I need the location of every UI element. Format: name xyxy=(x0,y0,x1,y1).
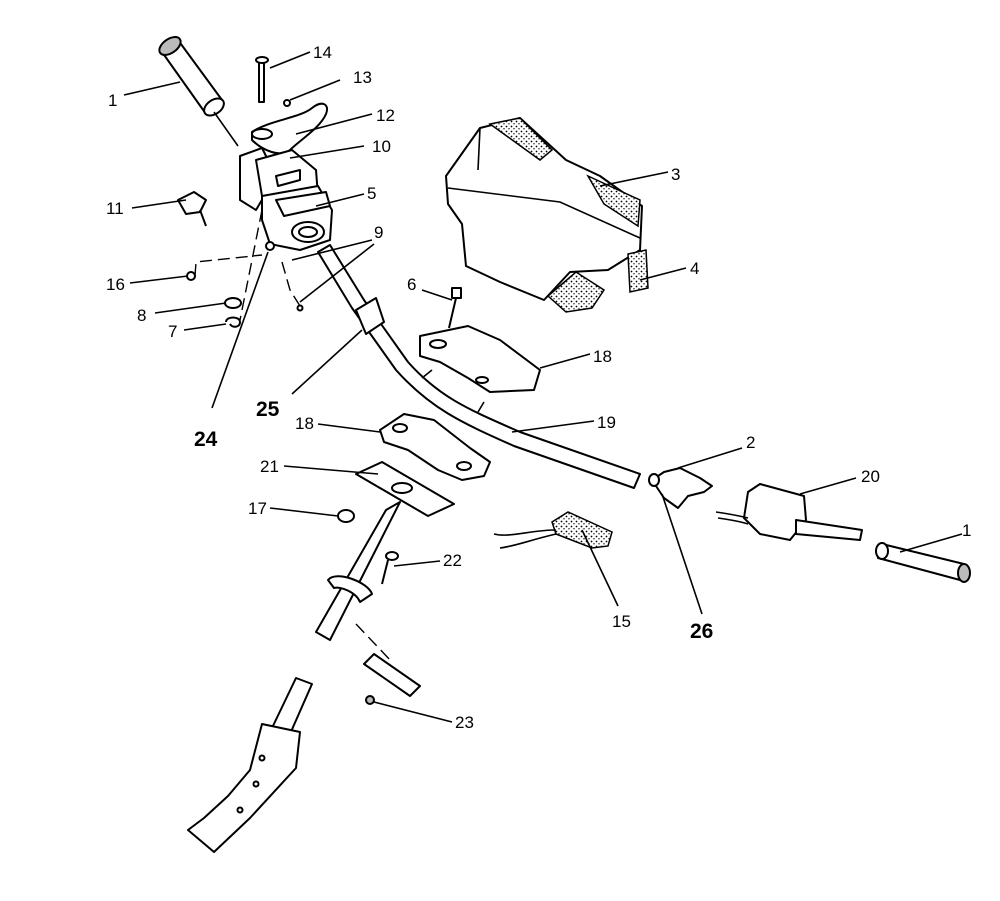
washer-part xyxy=(224,297,242,309)
label-callout-26: 26 xyxy=(690,620,713,643)
clamp-bolt-part xyxy=(448,287,462,329)
nut-16-part xyxy=(186,271,196,281)
screw-part xyxy=(296,304,304,312)
label-wire-harness-grip: 15 xyxy=(612,612,631,631)
label-grip-right: 1 xyxy=(962,521,971,540)
label-nut-17: 17 xyxy=(248,499,267,518)
housing-pad-part xyxy=(546,249,649,313)
label-throttle-housing: 20 xyxy=(861,467,880,486)
label-bolt-22: 22 xyxy=(443,551,462,570)
label-lower-clamp: 18 xyxy=(295,414,314,433)
leader-lines xyxy=(123,51,963,723)
label-headlight-housing: 3 xyxy=(671,165,680,184)
upper-clamp-part xyxy=(419,325,541,393)
handlebar-part xyxy=(317,244,641,489)
callout-labels: 1 14 13 12 10 5 11 9 16 8 7 24 25 6 3 4 … xyxy=(106,43,971,732)
adjuster-part xyxy=(177,191,207,227)
label-cable-bracket: 2 xyxy=(746,433,755,452)
label-pin-23: 23 xyxy=(455,713,474,732)
label-handlebar: 19 xyxy=(597,413,616,432)
label-callout-25: 25 xyxy=(256,398,280,421)
brake-lever-part xyxy=(251,102,328,155)
cable-bracket-part xyxy=(648,467,713,509)
headlight-housing-part xyxy=(445,117,643,301)
label-nut-16: 16 xyxy=(106,275,125,294)
label-lever-block: 10 xyxy=(372,137,391,156)
label-clamp-bolt: 6 xyxy=(407,275,416,294)
right-grip-part xyxy=(875,542,971,583)
label-cotter-pin: 13 xyxy=(353,68,372,87)
steering-column-part xyxy=(187,461,455,853)
pin-23-part xyxy=(355,623,421,705)
label-adjuster: 11 xyxy=(106,199,124,218)
label-callout-24: 24 xyxy=(194,428,218,451)
label-clip: 7 xyxy=(168,322,177,341)
wire-harness-grip-part xyxy=(493,511,613,549)
label-upper-clamp: 18 xyxy=(593,347,612,366)
pivot-pin-part xyxy=(255,56,269,103)
clip-part xyxy=(225,316,241,328)
label-steering-plate: 21 xyxy=(260,457,279,476)
nut-17-part xyxy=(337,509,355,523)
lever-block-assembly xyxy=(239,147,333,321)
label-washer: 8 xyxy=(137,306,146,325)
throttle-housing-part xyxy=(715,483,863,541)
label-left-switch: 5 xyxy=(367,184,376,203)
left-grip-part xyxy=(158,36,239,147)
label-grip-left: 1 xyxy=(108,91,117,110)
label-pivot-pin: 14 xyxy=(313,43,332,62)
label-brake-lever: 12 xyxy=(376,106,395,125)
label-housing-pad: 4 xyxy=(690,259,699,278)
label-screws: 9 xyxy=(374,223,383,242)
lower-clamp-part xyxy=(379,413,491,481)
bolt-22-part xyxy=(381,551,399,585)
cotter-pin-part xyxy=(283,99,291,107)
